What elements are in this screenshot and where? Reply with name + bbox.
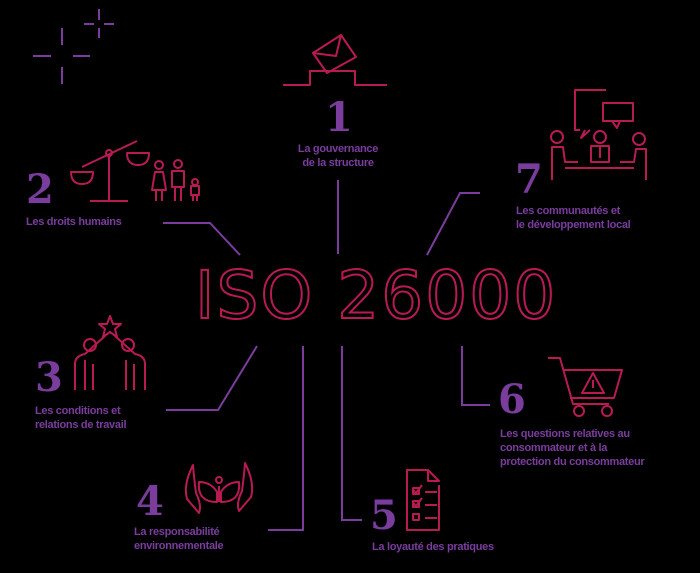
theme-3-label-line: relations de travail — [35, 419, 127, 431]
team-star-icon — [74, 315, 146, 390]
connector-2 — [163, 222, 241, 256]
theme-6-label-line: consommateur et à la — [500, 442, 608, 454]
theme-1-label-line: La gouvernance — [297, 143, 379, 155]
theme-6-label: Les questions relatives au consommateur … — [500, 427, 645, 469]
theme-2-label-line: Les droits humains — [26, 216, 122, 228]
theme-4-label-line: La responsabilité — [134, 526, 220, 538]
theme-3-number: 3 — [35, 354, 63, 401]
connector-4 — [268, 346, 304, 531]
theme-2-label: Les droits humains — [26, 215, 122, 229]
theme-6-number: 6 — [498, 376, 526, 423]
theme-7-label: Les communautés et le développement loca… — [516, 204, 631, 232]
theme-6-label-line: protection du consommateur — [500, 456, 645, 468]
scales-family-icon — [70, 140, 200, 202]
theme-4-label: La responsabilité environnementale — [134, 525, 224, 553]
theme-5-label: La loyauté des pratiques — [372, 540, 494, 554]
connector-6 — [461, 346, 490, 406]
theme-7-number: 7 — [515, 156, 543, 203]
theme-7-label-line: Les communautés et — [516, 205, 621, 217]
meeting-icon — [550, 89, 647, 180]
theme-1-label: La gouvernance de la structure — [283, 142, 393, 170]
theme-1-label-line: de la structure — [302, 157, 374, 169]
hands-plant-icon — [184, 462, 254, 514]
theme-3-label: Les conditions et relations de travail — [35, 404, 127, 432]
theme-6-label-line: Les questions relatives au — [500, 428, 630, 440]
theme-3-label-line: Les conditions et — [35, 405, 121, 417]
connector-3 — [166, 345, 258, 411]
theme-2-number: 2 — [26, 166, 54, 213]
theme-5-number: 5 — [370, 492, 398, 539]
checklist-icon — [406, 469, 440, 531]
connector-7 — [426, 192, 480, 256]
connector-5 — [341, 346, 362, 521]
ballot-box-icon — [283, 34, 387, 86]
sparkle-icon — [33, 9, 114, 84]
page-title: ISO 26000 — [194, 257, 558, 334]
theme-7-label-line: le développement local — [516, 219, 631, 231]
theme-5-label-line: La loyauté des pratiques — [372, 541, 494, 553]
theme-4-label-line: environnementale — [134, 540, 224, 552]
theme-1-number: 1 — [325, 94, 353, 141]
cart-warning-icon — [548, 357, 623, 417]
theme-4-number: 4 — [136, 478, 164, 525]
